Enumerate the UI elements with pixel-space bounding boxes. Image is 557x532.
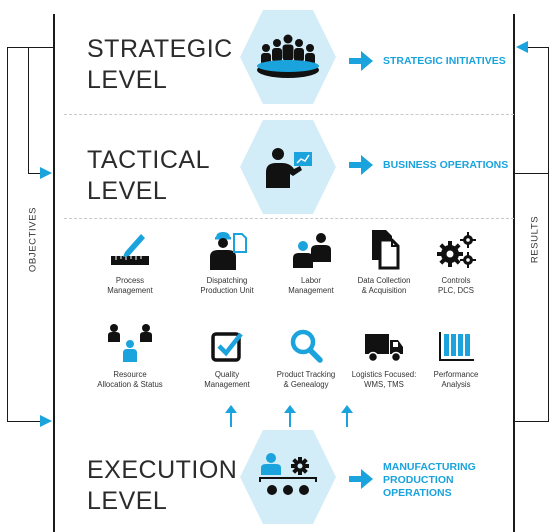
objectives-bracket [7, 47, 8, 421]
meeting-table-icon [257, 34, 319, 78]
tactical-output-label: BUSINESS OPERATIONS [383, 159, 509, 171]
strategic-title-line1: STRATEGIC [87, 35, 233, 63]
magnifier-icon [290, 329, 323, 363]
worker-document-icon [210, 232, 247, 270]
results-bracket-bottom [513, 421, 549, 422]
results-label: RESULTS [529, 215, 541, 264]
results-bracket-top [527, 47, 549, 48]
tactical-title-line1: TACTICAL [87, 146, 210, 174]
binders-icon [439, 332, 474, 361]
execution-level-title: EXECUTION LEVEL [87, 455, 237, 517]
objectives-branch-tactical [28, 173, 42, 174]
strategic-title-line2: LEVEL [87, 66, 168, 94]
checkbox-icon [211, 332, 243, 362]
results-branch-tactical [513, 173, 549, 174]
item-label: Data Collection& Acquisition [357, 276, 411, 295]
left-frame-line [53, 14, 55, 532]
item-label: Logistics Focused:WMS, TMS [351, 370, 417, 389]
objectives-branch-line [28, 47, 29, 173]
separator-strategic-tactical [64, 114, 514, 115]
tactical-output-arrow [349, 155, 373, 175]
objectives-bracket-bottom [7, 421, 43, 422]
resource-people-icon [108, 324, 152, 362]
execution-output-arrow [349, 469, 373, 489]
execution-title-line1: EXECUTION [87, 456, 238, 484]
up-arrow-1 [225, 405, 237, 427]
execution-hexagon [240, 430, 336, 524]
right-frame-line [513, 14, 515, 532]
item-logistics: Logistics Focused:WMS, TMS [343, 322, 425, 390]
up-arrow-2 [284, 405, 296, 427]
objectives-label: OBJECTIVES [27, 206, 39, 273]
tactical-title-line2: LEVEL [87, 177, 168, 205]
tactical-level-title: TACTICAL LEVEL [87, 145, 210, 207]
strategic-output-label: STRATEGIC INITIATIVES [383, 55, 506, 67]
tactical-hexagon [240, 120, 336, 214]
separator-tactical-execution [64, 218, 514, 219]
labor-group-icon [293, 233, 331, 268]
ruler-pencil-icon [111, 234, 149, 265]
results-arrow-strategic [516, 41, 528, 53]
strategic-hexagon [240, 10, 336, 104]
objectives-arrow-tactical [40, 167, 52, 179]
strategic-output-arrow [349, 51, 373, 71]
documents-icon [372, 230, 400, 270]
strategic-level-title: STRATEGIC LEVEL [87, 34, 233, 96]
item-product-tracking: Product Tracking& Genealogy [265, 322, 347, 390]
up-arrow-3 [341, 405, 353, 427]
gears-icon [437, 232, 476, 268]
presenter-icon [266, 148, 312, 188]
item-data-collection: Data Collection& Acquisition [343, 228, 425, 296]
item-label: Product Tracking& Genealogy [276, 370, 336, 389]
results-bracket [548, 47, 549, 421]
truck-icon [365, 334, 403, 363]
conveyor-icon [259, 453, 317, 495]
objectives-bracket-top [7, 47, 53, 48]
execution-output-label: MANUFACTURING PRODUCTION OPERATIONS [383, 461, 476, 499]
execution-title-line2: LEVEL [87, 487, 168, 515]
objectives-arrow-execution [40, 415, 52, 427]
